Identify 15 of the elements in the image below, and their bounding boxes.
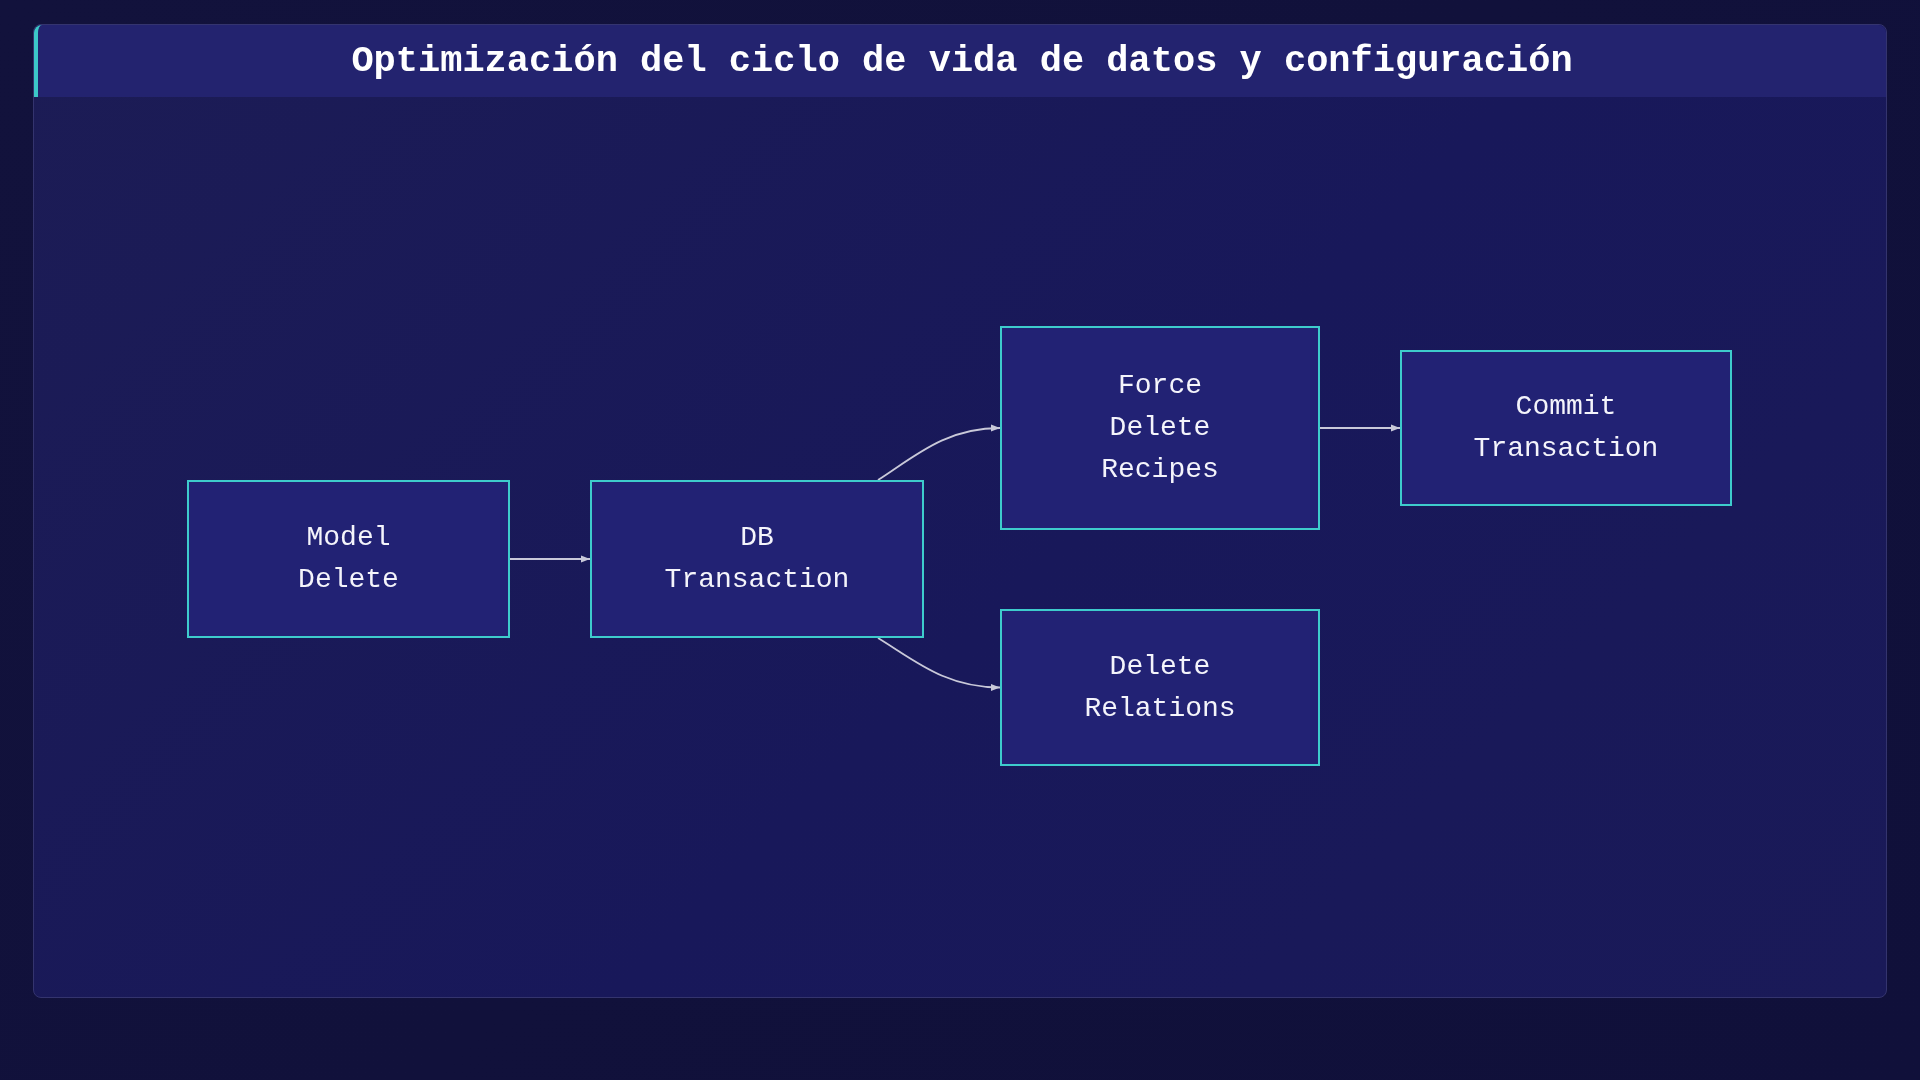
arrow — [877, 637, 1001, 691]
node-label: Model Delete — [298, 521, 399, 597]
process-box — [1000, 609, 1320, 766]
process-box — [1400, 350, 1732, 506]
arrow — [877, 424, 1001, 481]
node-label: Delete Relations — [1084, 649, 1236, 726]
node-label: Force Delete Recipes — [1101, 369, 1219, 487]
arrow — [1319, 424, 1401, 432]
arrow — [509, 555, 591, 563]
diagram-title: Optimización del ciclo de vida de datos y configuración — [351, 40, 1573, 82]
process-box — [187, 480, 510, 638]
node-label: Commit Transaction — [1473, 390, 1659, 466]
process-box — [590, 480, 924, 638]
node-label: DB Transaction — [664, 521, 850, 597]
process-box — [1000, 326, 1320, 530]
